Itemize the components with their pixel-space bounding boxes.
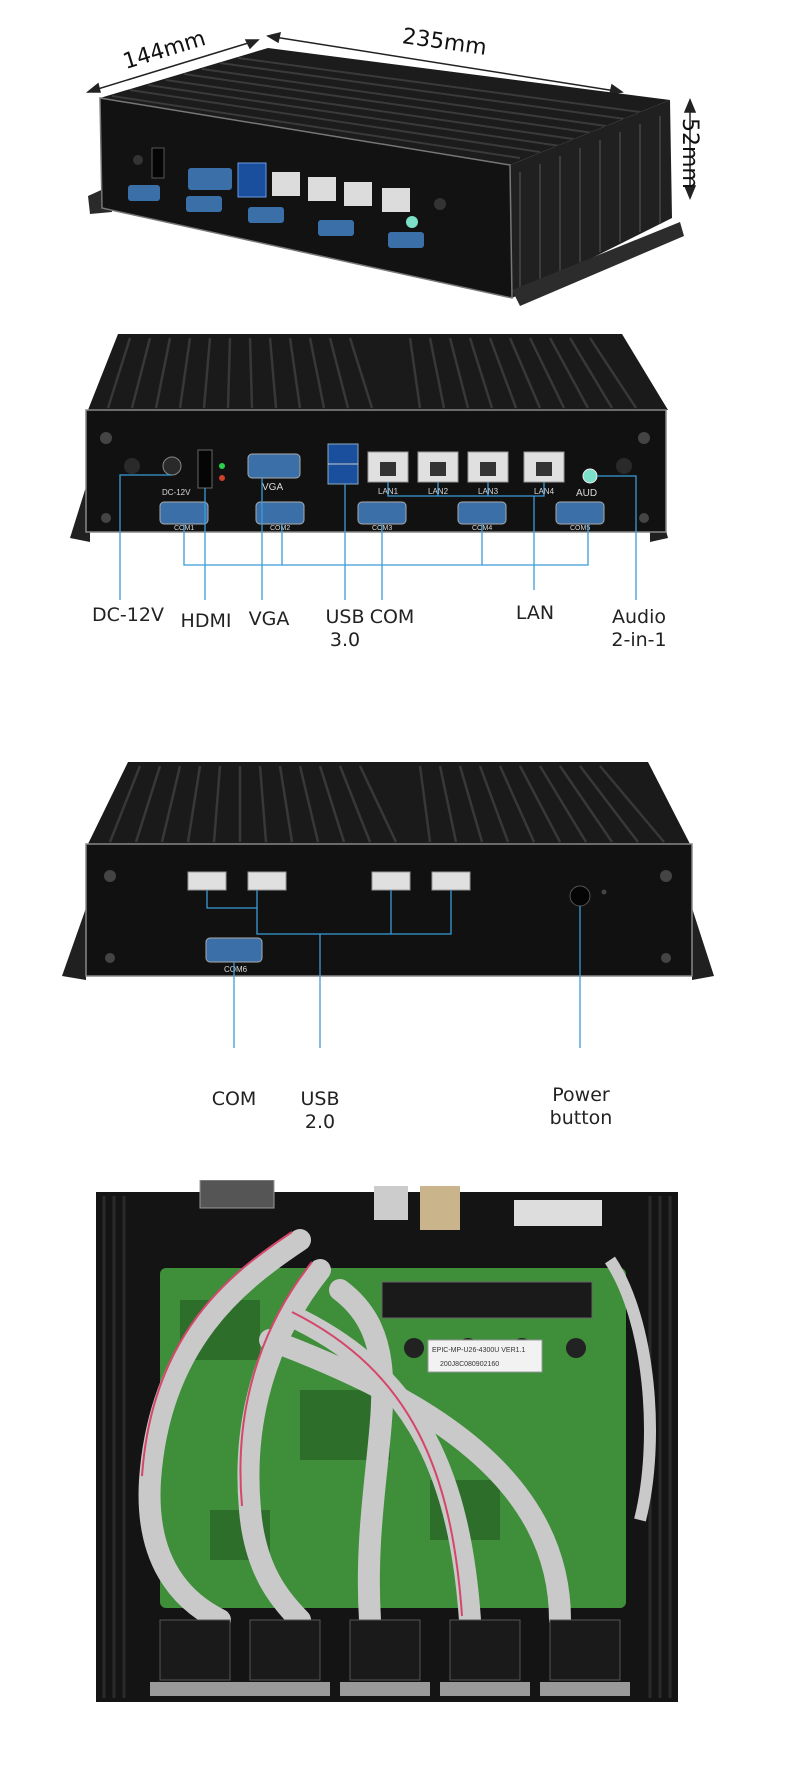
usb3-callout-label: USB 3.0 <box>325 606 365 651</box>
audio-callout-label: Audio 2-in-1 <box>611 606 667 651</box>
sticker-serial-text: 200J8C080902160 <box>440 1361 499 1368</box>
lan-callout-label: LAN <box>515 602 555 624</box>
isometric-view-panel: 144mm 235mm 52mm <box>0 0 790 310</box>
rear-usb2-callout-label: USB 2.0 <box>300 1088 340 1133</box>
vga-port-label: VGA <box>262 482 283 493</box>
internal-view-drawing: EPIC-MP-U26-4300U VER1.1 200J8C080902160 <box>96 1180 678 1702</box>
com2-label: COM2 <box>270 525 290 532</box>
com6-port <box>205 937 263 963</box>
front-io-panel: DC-12V VGA LAN1 LAN2 LAN3 LAN4 AUD COM1 … <box>0 320 790 660</box>
com5-label: COM5 <box>570 525 590 532</box>
audio-jack <box>582 468 598 484</box>
power-callout-label: Power button <box>549 1084 613 1129</box>
com-ports <box>159 501 605 525</box>
usb2-ports <box>187 871 471 891</box>
hdmi-callout-label: HDMI <box>180 610 232 632</box>
memory-slot <box>381 1281 593 1319</box>
dc-port-label: DC-12V <box>162 488 191 497</box>
dc-jack <box>162 456 182 476</box>
rear-view-panel: COM6 COM USB 2.0 Power button <box>0 748 790 1133</box>
front-io-drawing: DC-12V VGA LAN1 LAN2 LAN3 LAN4 AUD COM1 … <box>70 334 668 600</box>
vga-port <box>247 453 301 479</box>
sticker-model-text: EPIC-MP-U26-4300U VER1.1 <box>432 1347 525 1354</box>
ribbon-cables <box>138 1229 571 1631</box>
top-heatsink <box>100 48 670 165</box>
com-callout-label: COM <box>369 606 415 628</box>
board-sticker <box>427 1339 543 1373</box>
rear-callout-lines <box>206 890 581 1048</box>
front-face-ports <box>128 147 446 248</box>
side-heatsink <box>510 100 672 298</box>
vga-callout-label: VGA <box>248 608 290 630</box>
aud-port-label: AUD <box>576 488 597 499</box>
com6-label: COM6 <box>224 965 248 974</box>
power-button <box>569 885 591 907</box>
rear-com-callout-label: COM <box>211 1088 257 1110</box>
dc-callout-label: DC-12V <box>92 604 164 626</box>
heatsink-fins <box>111 57 656 159</box>
internal-db9-connectors <box>159 1619 621 1681</box>
height-dimension: 52mm <box>677 118 702 189</box>
front-callout-lines <box>119 474 637 600</box>
hdmi-port <box>197 449 213 489</box>
rear-panel-face <box>85 843 693 977</box>
dimension-lines <box>85 31 697 200</box>
rear-view-drawing: COM6 <box>62 762 714 1048</box>
internal-view-panel: EPIC-MP-U26-4300U VER1.1 200J8C080902160 <box>0 1180 790 1730</box>
isometric-view-drawing <box>85 31 697 306</box>
